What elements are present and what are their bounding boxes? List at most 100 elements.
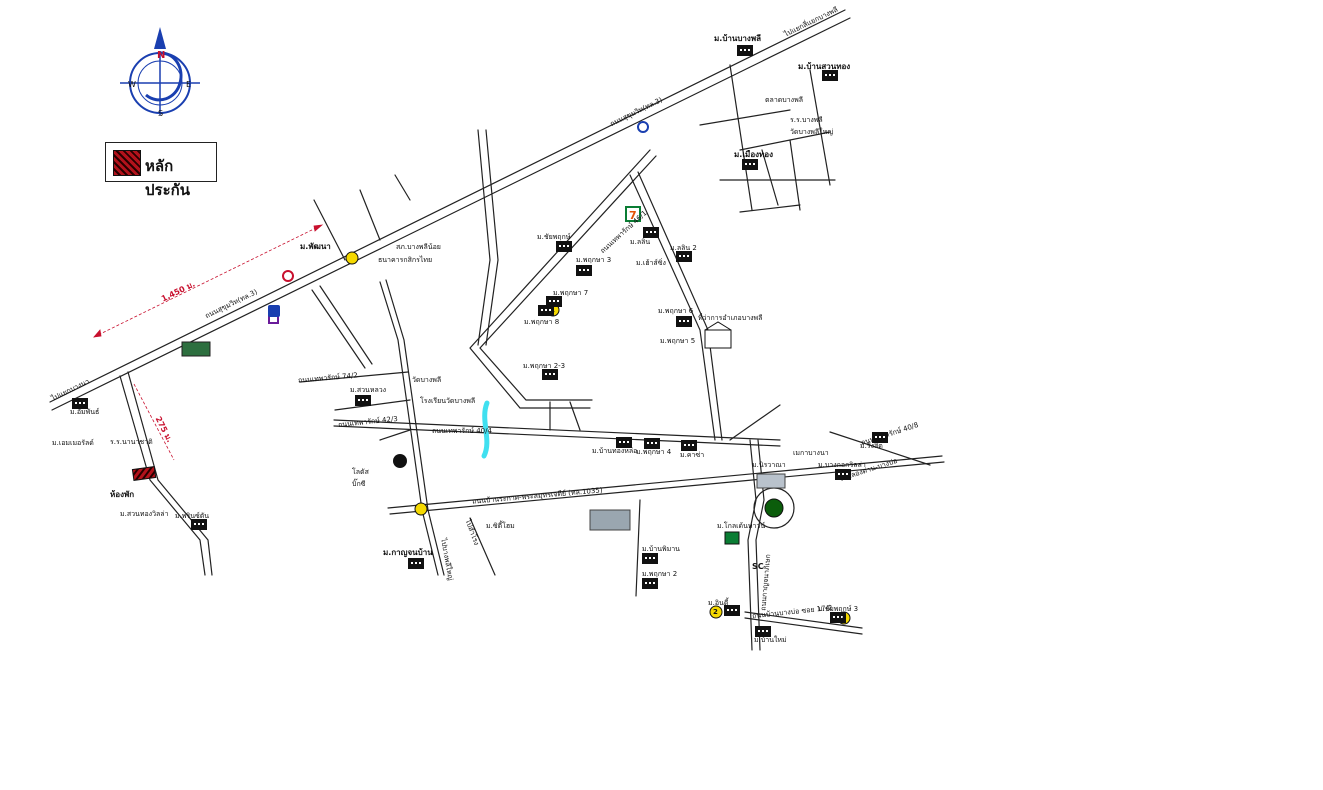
compass-n: N — [157, 50, 166, 61]
place-golden-town: ม.โกลเด้นทาวน์ — [717, 522, 766, 530]
road-sukhumvit — [49, 9, 846, 403]
place-icon-5 — [576, 265, 592, 276]
shell-icon — [268, 305, 280, 317]
legend: หลักประกัน — [105, 142, 217, 199]
distance-line-main — [93, 224, 323, 338]
place-baan-bang-phli: ม.บ้านบางพลี — [714, 34, 762, 43]
place-baan-thonglor: ม.บ้านทองหล่อ — [592, 447, 638, 455]
place-nirvana: ม.นิรวาณา — [752, 461, 786, 469]
place-baan-suan-thong: ม.บ้านสวนทอง — [798, 62, 851, 71]
road-north-d — [311, 289, 366, 369]
road-soi-40-4-edge — [333, 425, 781, 447]
road-inner-diag-edge — [479, 155, 657, 401]
road-1035-edge — [389, 461, 945, 515]
place-icon-24 — [830, 612, 846, 623]
road-grid-2 — [809, 69, 831, 186]
seven-eleven-icon — [625, 206, 641, 222]
compass-e: E — [186, 80, 192, 89]
temple-icon — [393, 454, 407, 468]
place-icon-10 — [676, 316, 692, 327]
svg-text:7: 7 — [629, 209, 637, 222]
place-amphan: ม.อัมพันธ์ — [70, 408, 100, 416]
road-soi-46 — [629, 174, 716, 441]
road-1035 — [387, 455, 943, 509]
road-left-vertical-edge — [127, 371, 213, 576]
place-icon-4 — [556, 241, 572, 252]
warehouse-icon — [181, 341, 211, 357]
road-east-branch — [729, 404, 781, 441]
place-icon-8 — [643, 227, 659, 238]
building-icon — [704, 329, 732, 349]
place-icon-19 — [72, 398, 88, 409]
place-icon-20 — [408, 558, 424, 569]
factory-icon — [589, 509, 631, 531]
place-district: ที่ว่าการอำเภอบางพลี — [698, 314, 763, 322]
place-icon-14 — [644, 438, 660, 449]
place-thai-inter: ร.ร.นานาชาติ — [110, 438, 153, 446]
place-baan-phiman: ม.บ้านพิมาน — [642, 545, 680, 553]
place-city-home: ม.ซิตี้โฮม — [486, 522, 515, 530]
place-school: ร.ร.บางพลี — [790, 116, 823, 124]
compass-w: W — [128, 80, 136, 89]
canal — [481, 400, 490, 459]
place-suan-thong-villa: ม.สวนทองวิลล่า — [120, 510, 169, 518]
road-label-soi-40-4: ถนนเทพารักษ์ 40/4 — [432, 427, 492, 435]
road-grid-6 — [739, 204, 801, 213]
place-pruksa5: ม.พฤกษา 5 — [660, 337, 696, 345]
roundabout-center — [764, 498, 784, 518]
place-phatthana: ม.พัฒนา — [300, 242, 331, 251]
road-lower-left — [379, 429, 411, 441]
place-kanchanabaan: ม.กาญจนบ้าน — [383, 548, 433, 557]
distance-arrow-right — [313, 224, 324, 232]
road-grid-3 — [739, 131, 831, 151]
place-icon-6 — [546, 296, 562, 307]
place-pruksa-2: ม.พฤกษา 2 — [642, 570, 678, 578]
place-market: ตลาดบางพลี — [765, 96, 804, 104]
road-soi-17-edge — [744, 617, 863, 635]
place-suan-luang: ม.สวนหลวง — [350, 386, 387, 394]
place-icon-17 — [835, 469, 851, 480]
compass-s: S — [158, 109, 164, 118]
road-east-vertical-edge — [755, 439, 765, 651]
place-icon-22 — [642, 578, 658, 589]
place-bank: ธนาคารกสิกรไทย — [378, 256, 433, 264]
marker-2 — [709, 605, 723, 619]
place-bigc: บิ๊กซี — [352, 480, 366, 488]
road-north-c — [394, 174, 411, 201]
house-icon — [724, 531, 740, 545]
road-right-down — [829, 431, 931, 466]
place-thong-phan: ห้องพัก — [110, 490, 135, 499]
legend-label: หลักประกัน — [145, 157, 190, 199]
road-vertical-main-edge — [385, 279, 445, 576]
marker-2-label: 2 — [713, 608, 718, 616]
place-emerald: ม.เอมเมอรัลด์ — [52, 439, 94, 447]
place-lotus: โลตัส — [352, 468, 369, 476]
road-inner-h2 — [569, 401, 581, 431]
place-sc: SC — [752, 562, 764, 571]
place-pruksa6: ม.พฤกษา 6 — [658, 307, 694, 315]
place-pruksa7: ม.พฤกษา 7 — [553, 289, 589, 297]
place-temple: วัดบางพลีใหญ่ — [790, 128, 834, 136]
place-casa: ม.คาซ่า — [680, 451, 705, 459]
place-icon-13 — [616, 437, 632, 448]
place-icon-18 — [191, 519, 207, 530]
place-lalin2: ม.ลลิน 2 — [670, 244, 697, 252]
road-soi-a-edge — [485, 129, 499, 346]
place-rong: โรงเรียนวัดบางพลี — [420, 397, 476, 405]
bank-icon — [282, 270, 294, 282]
place-icon-12 — [355, 395, 371, 406]
traffic-light-1 — [345, 251, 359, 265]
road-soi-a — [477, 129, 491, 346]
place-icon-1 — [737, 45, 753, 56]
place-icon-23 — [724, 605, 740, 616]
gas-station-icon — [637, 121, 649, 133]
place-mega: เมกาบางนา — [793, 449, 829, 457]
mall-icon — [756, 473, 786, 489]
place-lalin: ม.ลลิน — [630, 238, 651, 246]
road-grid-5 — [699, 109, 791, 126]
place-icon-3 — [742, 159, 758, 170]
place-icon-15 — [681, 440, 697, 451]
road-soi-42 — [334, 399, 411, 411]
place-icon-7 — [538, 305, 554, 316]
